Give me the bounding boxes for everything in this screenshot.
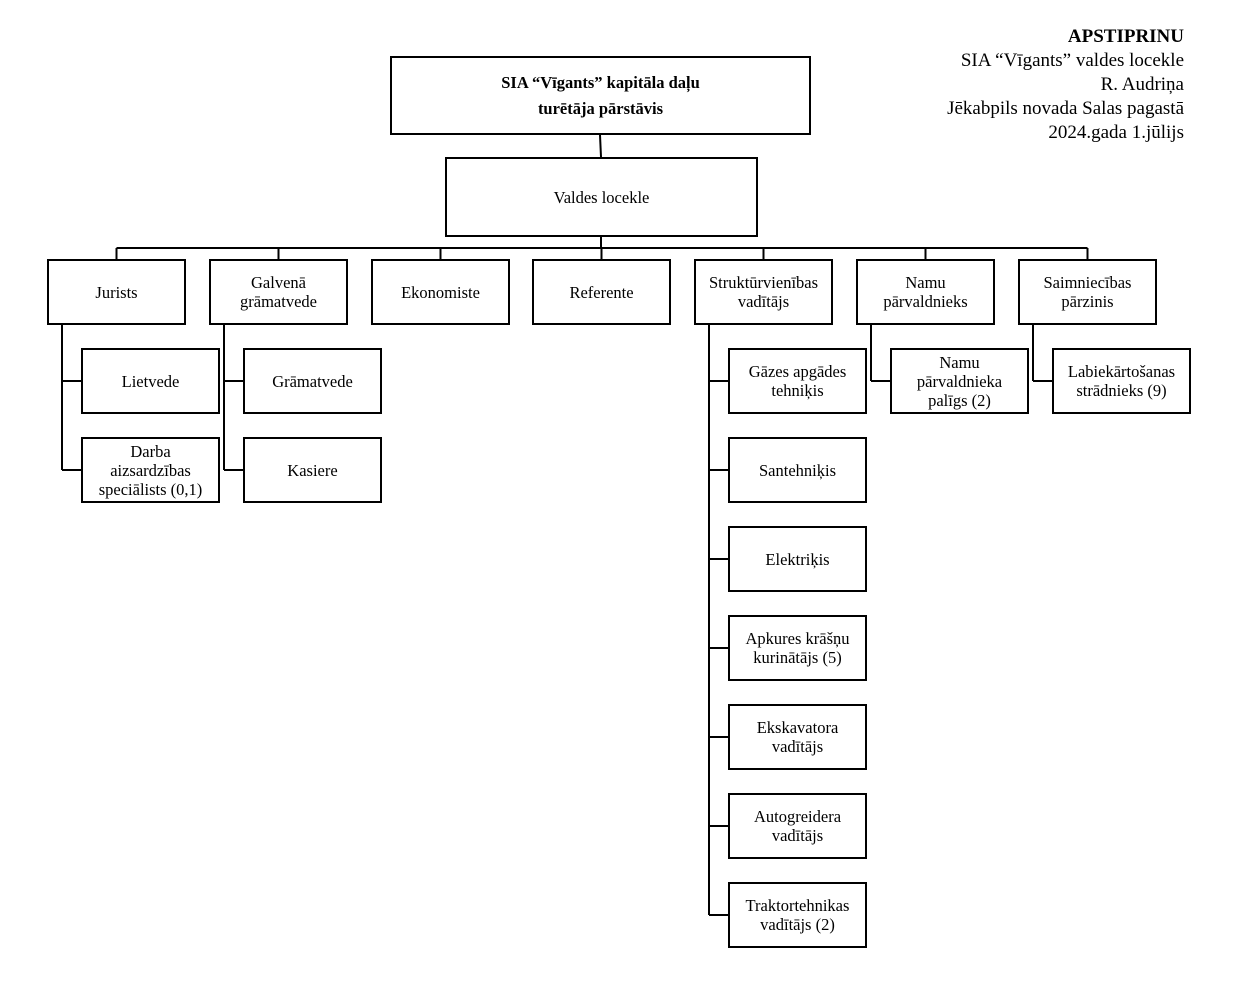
department-box-label: Ekonomiste <box>401 282 480 302</box>
approval-line: R. Audriņa <box>1100 74 1184 95</box>
shareholder-title-line: SIA “Vīgants” kapitāla daļu <box>501 72 700 92</box>
subunit-box-label: aizsardzības <box>110 460 191 480</box>
department-box: Referente <box>532 259 671 325</box>
connector-top-to-board <box>599 134 602 158</box>
subunit-box-label: vadītājs <box>771 826 824 845</box>
subunit-box: Kasiere <box>243 437 382 503</box>
subunit-box-label: Apkures krāšņu <box>745 629 850 648</box>
shareholder-title-line: turētāja pārstāvis <box>537 98 664 118</box>
approval-title: APSTIPRINU <box>1067 26 1184 47</box>
approval-line: SIA “Vīgants” valdes locekle <box>960 50 1184 71</box>
department-box-label: pārvaldnieks <box>883 292 968 311</box>
subunit-box-label: palīgs (2) <box>928 390 991 410</box>
approval-block: APSTIPRINU SIA “Vīgants” valdes locekle … <box>947 25 1184 145</box>
department-box-label: Saimniecības <box>1043 273 1132 292</box>
department-box: Ekonomiste <box>371 259 510 325</box>
department-box: Jurists <box>47 259 186 325</box>
subunit-box: Santehniķis <box>728 437 867 503</box>
subunit-box-label: Traktortehnikas <box>745 896 850 915</box>
subunit-box-label: vadītājs (2) <box>760 915 835 934</box>
subunit-box-label: Namu <box>939 352 980 372</box>
department-box-label: grāmatvede <box>240 292 317 311</box>
department-box-label: pārzinis <box>1061 292 1114 311</box>
subunit-box-label: Kasiere <box>287 460 338 480</box>
department-box-label: Jurists <box>95 282 138 302</box>
subunit-box: Lietvede <box>81 348 220 414</box>
subunit-box-label: Santehniķis <box>759 460 836 480</box>
approval-line: 2024.gada 1.jūlijs <box>1048 122 1184 143</box>
department-box-label: Referente <box>569 282 634 302</box>
subunit-box-label: Grāmatvede <box>272 371 353 391</box>
subunit-box-label: Elektriķis <box>765 549 830 569</box>
department-box-label: Struktūrvienības <box>708 273 819 292</box>
subunit-box-label: Labiekārtošanas <box>1067 362 1176 381</box>
subunit-box-label: tehniķis <box>771 381 824 400</box>
department-box-label: vadītājs <box>737 292 790 311</box>
subunit-box-label: Autogreidera <box>753 807 842 826</box>
subunit-box-label: Gāzes apgādes <box>748 362 847 381</box>
shareholder-representative-box: SIA “Vīgants” kapitāla daļu turētāja pār… <box>390 56 811 135</box>
subunit-box-label: Ekskavatora <box>756 718 839 737</box>
subunit-box-label: strādnieks (9) <box>1076 381 1167 400</box>
subunit-box-label: kurinātājs (5) <box>753 648 842 667</box>
approval-line: Jēkabpils novada Salas pagastā <box>947 98 1184 119</box>
department-box-label: Namu <box>905 273 946 292</box>
subunit-box: Elektriķis <box>728 526 867 592</box>
board-member-box: Valdes locekle <box>445 157 758 237</box>
subunit-box-label: pārvaldnieka <box>916 371 1003 391</box>
subunit-box-label: Darba <box>130 441 171 461</box>
subunit-box: Grāmatvede <box>243 348 382 414</box>
subunit-box-label: vadītājs <box>771 737 824 756</box>
department-box-label: Galvenā <box>251 273 306 292</box>
board-member-label: Valdes locekle <box>553 187 650 207</box>
subunit-box-label: Lietvede <box>121 371 180 391</box>
subunit-box-label: speciālists (0,1) <box>98 479 203 499</box>
